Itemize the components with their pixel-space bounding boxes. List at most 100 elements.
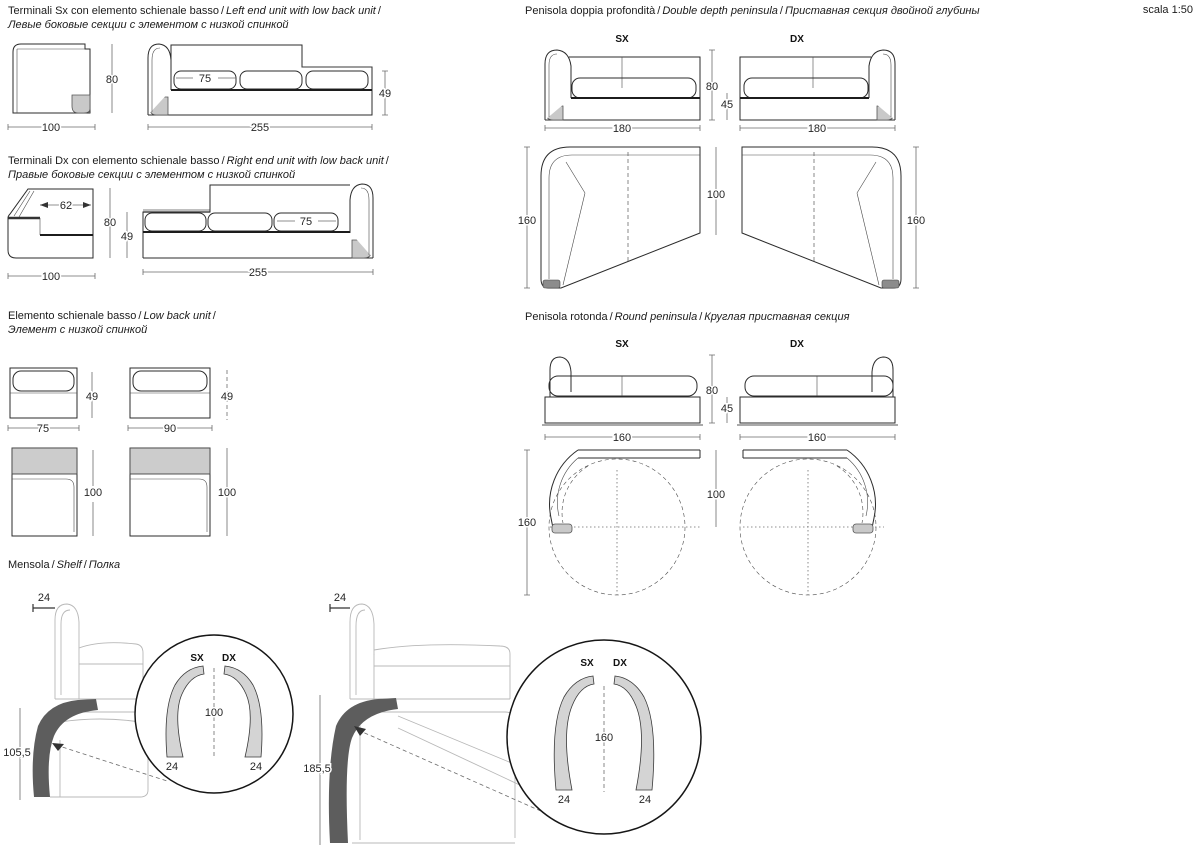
separator: / bbox=[779, 5, 783, 17]
title-italian: Penisola doppia profondità bbox=[525, 5, 656, 17]
dim-width: 75 bbox=[37, 423, 49, 435]
back-cushion bbox=[132, 370, 208, 392]
terminali-dx-side-view: 62 80 49 100 bbox=[7, 188, 135, 285]
penisola-doppia-plan-dx bbox=[741, 146, 902, 289]
dim-shelf-right: 24 bbox=[639, 794, 651, 806]
title-russian: Левые боковые секции с элементом с низко… bbox=[8, 19, 289, 31]
terminali-dx-front-view: 75 255 bbox=[142, 183, 374, 281]
dim-inner-width: 160 bbox=[595, 732, 613, 744]
penisola-rotonda-plan-dims: 160 100 bbox=[516, 449, 727, 596]
dim-shelf-height: 105,5 bbox=[3, 747, 31, 759]
shelf-section-sx bbox=[553, 675, 595, 791]
separator: / bbox=[221, 155, 225, 167]
dim-width-dx: 160 bbox=[808, 432, 826, 444]
armrest bbox=[147, 43, 172, 115]
dim-width-sx: 180 bbox=[613, 123, 631, 135]
dim-depth: 100 bbox=[84, 487, 102, 499]
penisola-doppia-front-sx: SX bbox=[544, 33, 701, 121]
separator: / bbox=[609, 311, 613, 323]
shelf-dark-shape bbox=[328, 698, 398, 843]
dim-arm-depth: 62 bbox=[60, 200, 72, 212]
title-russian: Приставная секция двойной глубины bbox=[784, 5, 980, 17]
dim-width-dx: 180 bbox=[808, 123, 826, 135]
penisola-doppia-front-dims: 80 45 180 180 bbox=[544, 49, 896, 137]
separator: / bbox=[138, 310, 142, 322]
back-band bbox=[11, 447, 78, 475]
foot bbox=[881, 279, 900, 289]
seat-cushion bbox=[548, 375, 698, 397]
label-sx: SX bbox=[190, 653, 204, 664]
title-russian: Правые боковые секции с элементом с низк… bbox=[8, 169, 296, 181]
title-russian: Круглая приставная секция bbox=[704, 311, 850, 323]
shelf-dark-shape bbox=[32, 699, 98, 797]
title-english: Low back unit bbox=[143, 310, 211, 322]
dim-seat-height: 45 bbox=[721, 99, 733, 111]
penisola-doppia-plan-dims: 160 100 160 bbox=[516, 146, 927, 289]
dim-shelf-left: 24 bbox=[558, 794, 570, 806]
sofa-sketch-top bbox=[54, 603, 144, 700]
separator: / bbox=[212, 310, 216, 322]
title-italian: Penisola rotonda bbox=[525, 311, 608, 323]
elemento-plan-view-75: 100 bbox=[11, 447, 104, 537]
back-band bbox=[129, 447, 211, 475]
title-italian: Elemento schienale basso bbox=[8, 310, 137, 322]
armrest bbox=[349, 183, 374, 258]
dim-shelf-left: 24 bbox=[166, 761, 178, 773]
label-sx: SX bbox=[615, 339, 629, 350]
shelf-section-dx bbox=[613, 675, 655, 791]
seat-cushion bbox=[305, 70, 369, 90]
terminali-sx-front-view: 75 255 49 bbox=[147, 43, 393, 136]
detail-circle-100: SX DX 100 24 24 bbox=[134, 634, 294, 794]
title-italian: Terminali Sx con elemento schienale bass… bbox=[8, 5, 219, 17]
dim-height: 49 bbox=[86, 391, 98, 403]
dim-seat-height: 49 bbox=[121, 231, 133, 243]
section-title-terminali-dx: Terminali Dx con elemento schienale bass… bbox=[8, 154, 391, 182]
armrest bbox=[868, 49, 896, 120]
penisola-rotonda-front-sx: SX bbox=[542, 338, 703, 426]
separator: / bbox=[385, 155, 389, 167]
dim-height: 80 bbox=[104, 217, 116, 229]
foot bbox=[852, 523, 874, 534]
seat-cushion bbox=[571, 77, 697, 99]
back-cushion bbox=[871, 356, 894, 397]
penisola-rotonda-plan-sx bbox=[548, 449, 701, 596]
label-dx: DX bbox=[222, 653, 236, 664]
seat-cushion bbox=[144, 212, 207, 232]
dim-front-width: 255 bbox=[251, 122, 269, 134]
elemento-front-view-75: 49 75 bbox=[7, 367, 100, 437]
separator: / bbox=[83, 559, 87, 571]
title-english: Shelf bbox=[56, 559, 82, 571]
sofa-sketch-top bbox=[349, 603, 511, 700]
dim-inner-width: 100 bbox=[205, 707, 223, 719]
dim-width: 90 bbox=[164, 423, 176, 435]
dim-back-height: 80 bbox=[706, 385, 718, 397]
label-dx: DX bbox=[613, 658, 627, 669]
dim-depth: 100 bbox=[218, 487, 236, 499]
mensola-group-1: 24 105,5 SX DX 100 24 24 bbox=[2, 591, 294, 800]
dim-height: 80 bbox=[106, 74, 118, 86]
title-english: Round peninsula bbox=[614, 311, 698, 323]
sofa-sketch-with-shelf bbox=[32, 699, 149, 798]
dim-depth-mid: 100 bbox=[707, 489, 725, 501]
label-dx: DX bbox=[790, 339, 804, 350]
label-sx: SX bbox=[615, 34, 629, 45]
seat-cushion bbox=[207, 212, 273, 232]
dim-depth-mid: 100 bbox=[707, 189, 725, 201]
separator: / bbox=[51, 559, 55, 571]
foot bbox=[551, 523, 573, 534]
separator: / bbox=[220, 5, 225, 17]
dim-back-height: 80 bbox=[706, 81, 718, 93]
section-title-terminali-sx: Terminali Sx con elemento schienale bass… bbox=[8, 4, 383, 32]
dim-width-sx: 160 bbox=[613, 432, 631, 444]
title-english: Right end unit with low back unit bbox=[226, 155, 384, 167]
separator: / bbox=[657, 5, 661, 17]
mensola-group-2: 24 185,5 SX DX 160 24 24 bbox=[302, 591, 702, 845]
dim-front-width: 255 bbox=[249, 267, 267, 279]
dim-seat-height: 45 bbox=[721, 403, 733, 415]
dim-height: 49 bbox=[221, 391, 233, 403]
scale-label: scala 1:50 bbox=[1142, 4, 1193, 16]
terminali-sx-side-view: 80 100 bbox=[7, 43, 120, 136]
label-dx: DX bbox=[790, 34, 804, 45]
